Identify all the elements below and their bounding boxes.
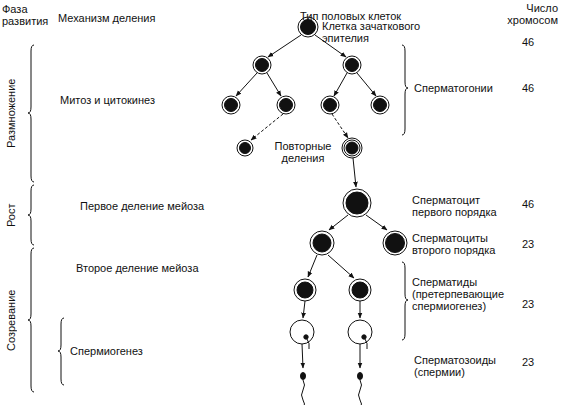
cell-nucleus	[297, 282, 313, 298]
cell-type-label: Сперматиды (претерпевающие спермиогенез)	[412, 276, 512, 312]
dashed-arrow	[251, 114, 283, 140]
cell-membrane	[371, 96, 389, 114]
cell-membrane	[343, 56, 361, 74]
chromosome-count: 23	[522, 356, 546, 368]
column-header: Фаза развития	[2, 3, 52, 27]
cell-membrane	[344, 140, 360, 156]
sperm-tail	[359, 380, 362, 405]
cell-membrane	[321, 96, 339, 114]
mechanism-label: Второе деление мейоза	[76, 262, 226, 274]
note-label: Повторные деления	[266, 140, 340, 164]
phase-brace	[28, 248, 34, 392]
cell-nucleus	[225, 99, 238, 112]
cell-nucleus	[256, 59, 269, 72]
development-arrow	[360, 344, 361, 368]
cell-nucleus	[346, 142, 358, 154]
cell-nucleus	[352, 282, 368, 298]
division-arrow	[236, 73, 257, 96]
division-arrow	[357, 73, 376, 96]
cell-membrane	[310, 231, 334, 255]
cell-type-label: Сперматогонии	[414, 82, 519, 94]
sperm-head	[358, 373, 363, 380]
spermatid-tail	[365, 339, 367, 349]
cell-type-label: Клетка зачаткового эпителия	[322, 20, 437, 44]
chromosome-count: 23	[522, 298, 546, 310]
mechanism-label: Митоз и цитокинез	[60, 94, 200, 106]
cell-membrane	[253, 56, 271, 74]
cell-nucleus	[374, 99, 387, 112]
phase-label: Созревание	[5, 248, 19, 392]
phase-label: Размножение	[5, 45, 19, 182]
cell-nucleus	[240, 143, 251, 154]
cell-nucleus	[346, 192, 368, 214]
cell-type-label: Сперматоциты второго порядка	[412, 232, 507, 256]
development-arrow	[303, 301, 305, 318]
cell-membrane	[277, 96, 295, 114]
phase-brace	[28, 185, 34, 245]
cell-nucleus	[324, 99, 337, 112]
spermatid-cell	[348, 320, 372, 344]
division-arrow	[308, 255, 317, 277]
division-arrow	[329, 215, 348, 230]
column-header: Число хромосом	[498, 2, 558, 26]
cell-nucleus	[386, 234, 405, 253]
cell-membrane	[349, 279, 371, 301]
chromosome-count: 46	[522, 198, 546, 210]
division-arrow	[268, 35, 301, 57]
cell-nucleus	[346, 59, 359, 72]
spermatid-head	[362, 335, 366, 339]
dashed-arrow	[332, 114, 348, 138]
division-arrow	[366, 215, 387, 230]
cell-membrane	[383, 231, 407, 255]
cell-membrane	[342, 138, 362, 158]
column-header: Механизм деления	[58, 12, 188, 24]
cell-nucleus	[280, 99, 293, 112]
cell-nucleus	[313, 234, 331, 252]
chromosome-count: 46	[522, 36, 546, 48]
spermatid-tail	[307, 339, 309, 349]
division-arrow	[267, 73, 281, 96]
sperm-tail	[302, 380, 305, 405]
chromosome-count: 46	[522, 82, 546, 94]
cell-membrane	[294, 279, 316, 301]
growth-arrow	[353, 158, 356, 187]
division-arrow	[328, 255, 354, 278]
spermatid-head	[304, 335, 308, 339]
phase-brace	[28, 45, 34, 182]
phase-label: Рост	[5, 185, 19, 245]
group-brace	[402, 45, 408, 135]
mechanism-label: Первое деление мейоза	[80, 200, 230, 212]
group-brace	[402, 262, 408, 340]
cell-membrane	[343, 189, 371, 217]
cell-membrane	[222, 96, 240, 114]
cell-membrane	[237, 140, 253, 156]
development-arrow	[360, 301, 361, 318]
sperm-head	[301, 373, 306, 380]
spermatid-cell	[290, 320, 314, 344]
chromosome-count: 23	[522, 238, 546, 250]
phase-brace	[58, 318, 64, 385]
mechanism-label: Спермиогенез	[70, 345, 170, 357]
division-arrow	[334, 73, 347, 96]
cell-type-label: Сперматозоиды (спермии)	[414, 354, 512, 378]
cell-type-label: Сперматоцит первого порядка	[412, 194, 507, 218]
development-arrow	[302, 344, 303, 368]
